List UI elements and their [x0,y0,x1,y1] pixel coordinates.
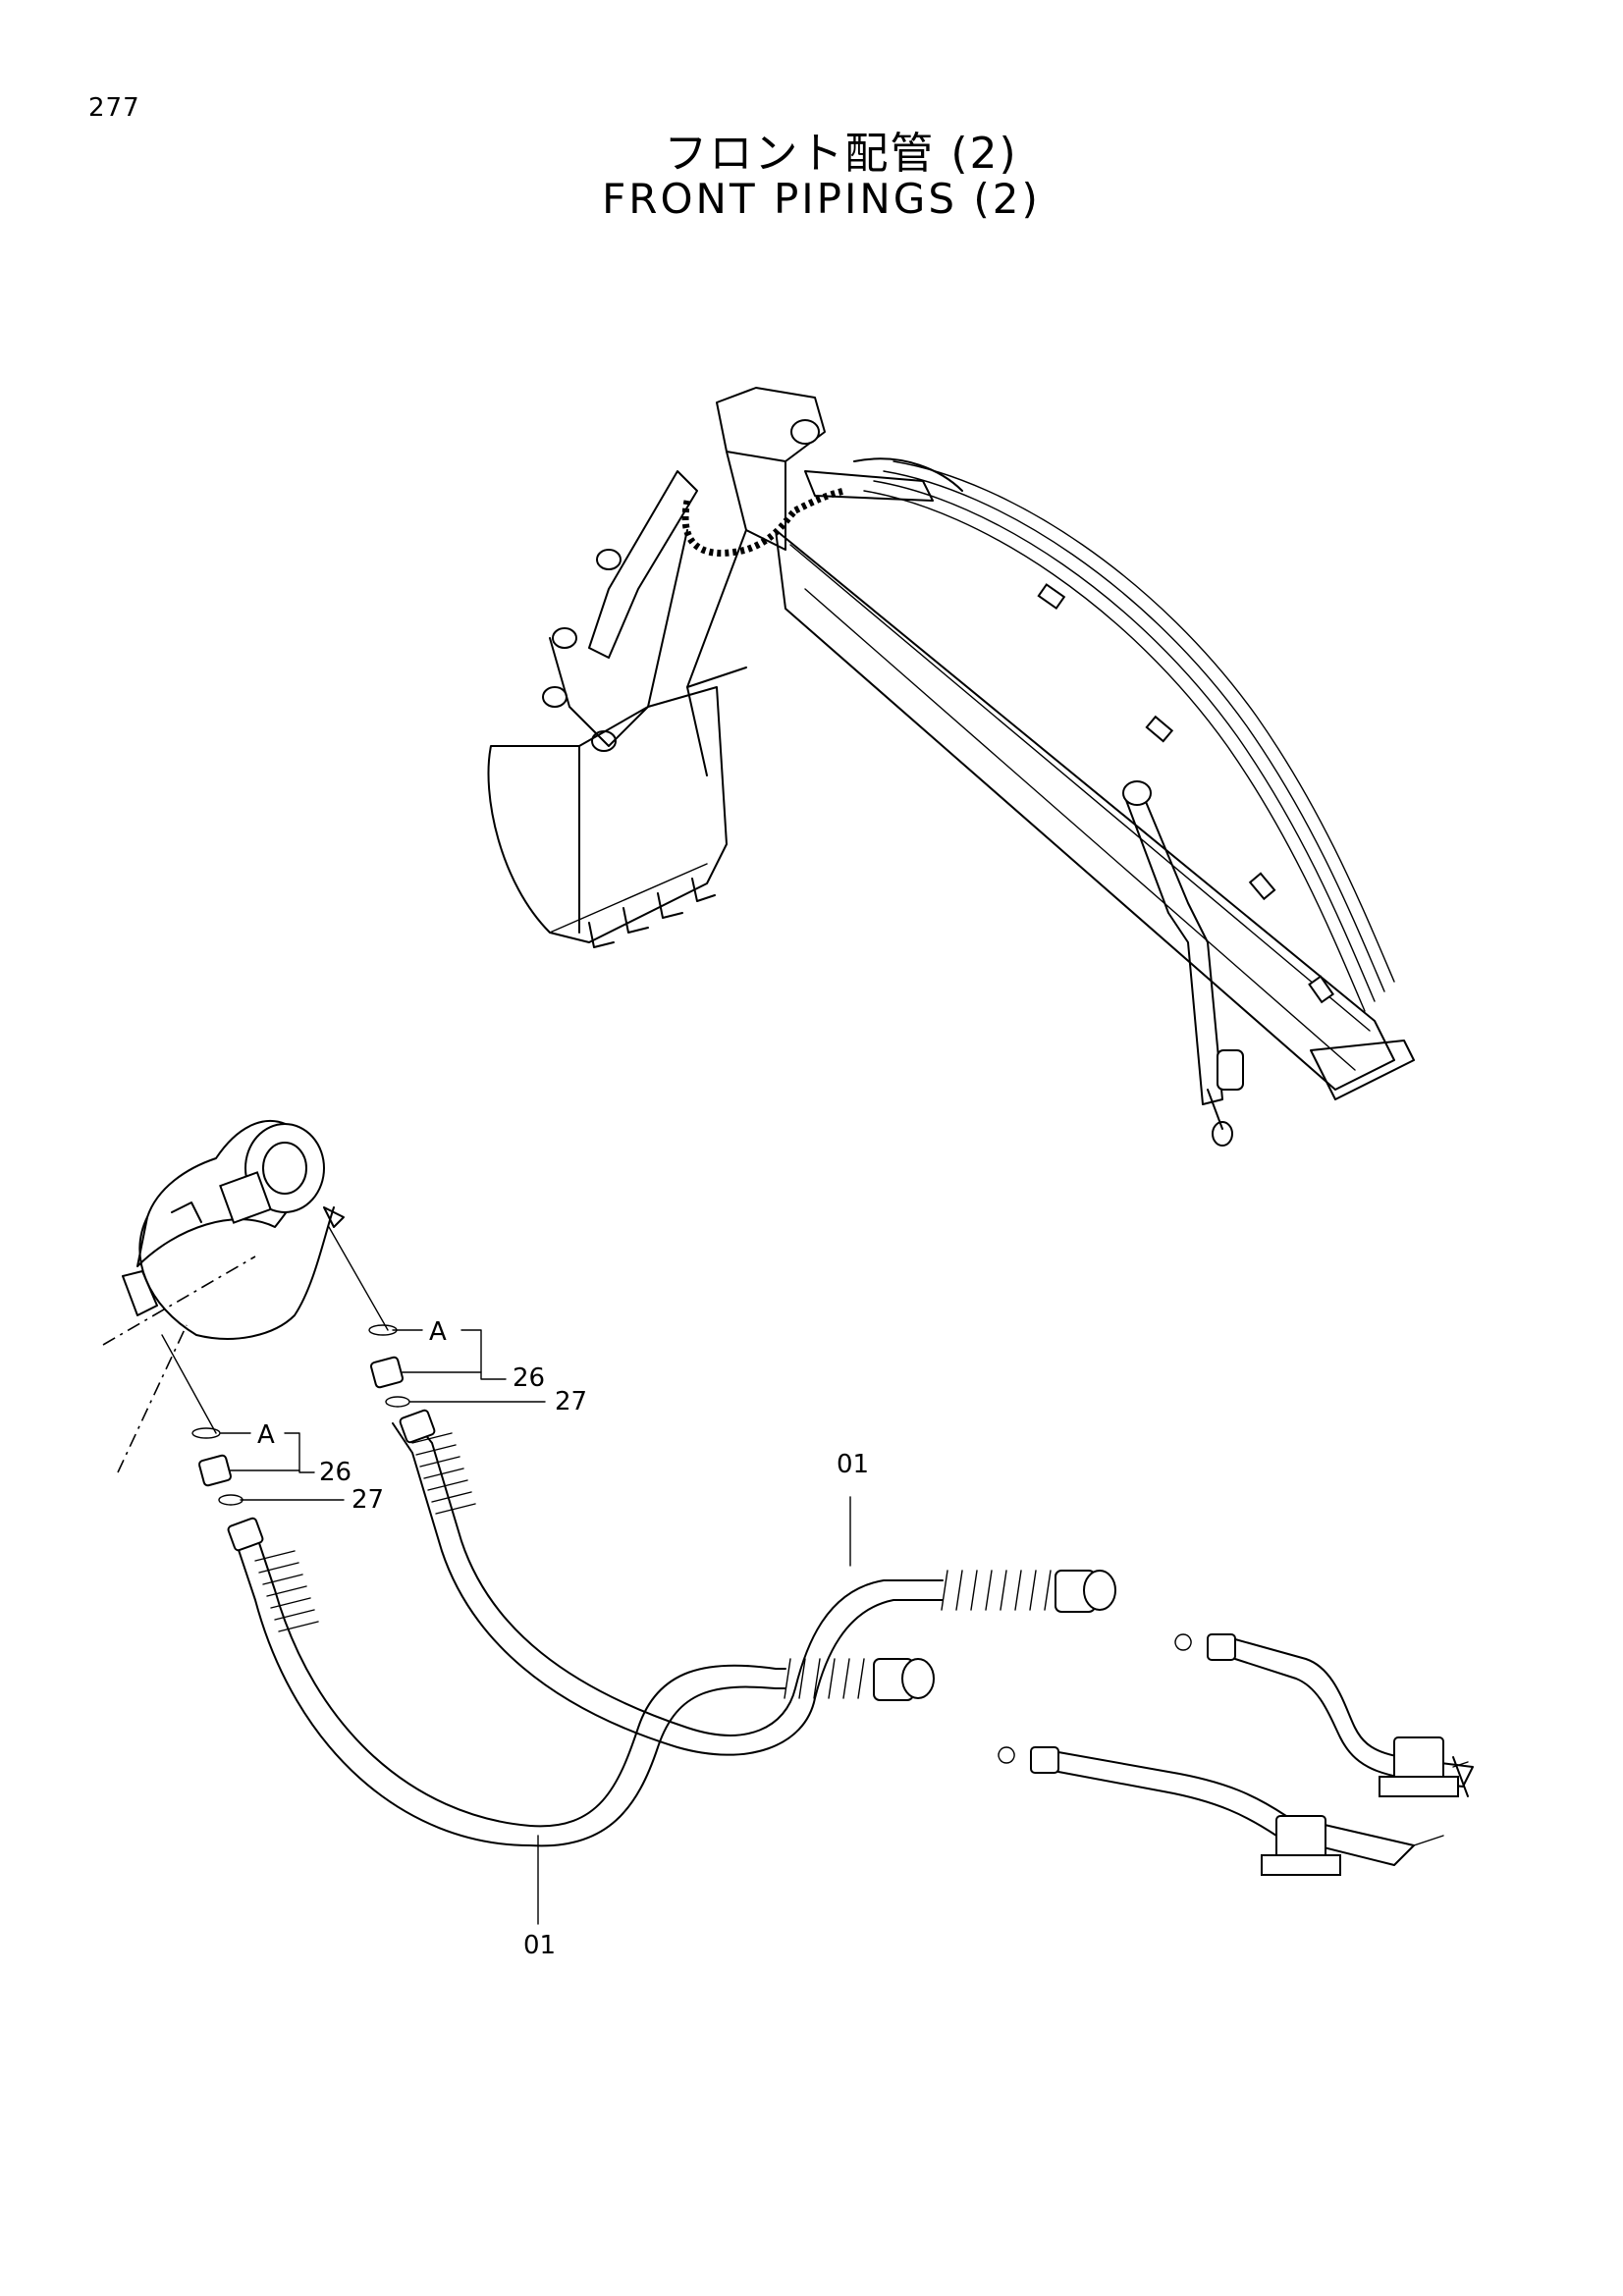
callout-26-lower: 26 [319,1458,352,1487]
excavator-front-illustration [487,387,1415,1147]
callout-a-upper: A [429,1317,447,1347]
title-japanese: フロント配管 (2) [664,129,1018,179]
callout-27-lower: 27 [352,1485,384,1515]
callout-26-upper: 26 [513,1363,545,1393]
callout-27-upper: 27 [555,1387,587,1416]
callout-01-lower: 01 [523,1931,556,1960]
hose-detail-illustration [102,1119,1474,1925]
page-number: 277 [88,93,140,123]
callout-a-lower: A [257,1420,275,1450]
callout-01-upper: 01 [837,1450,869,1479]
title-english: FRONT PIPINGS (2) [602,175,1041,223]
